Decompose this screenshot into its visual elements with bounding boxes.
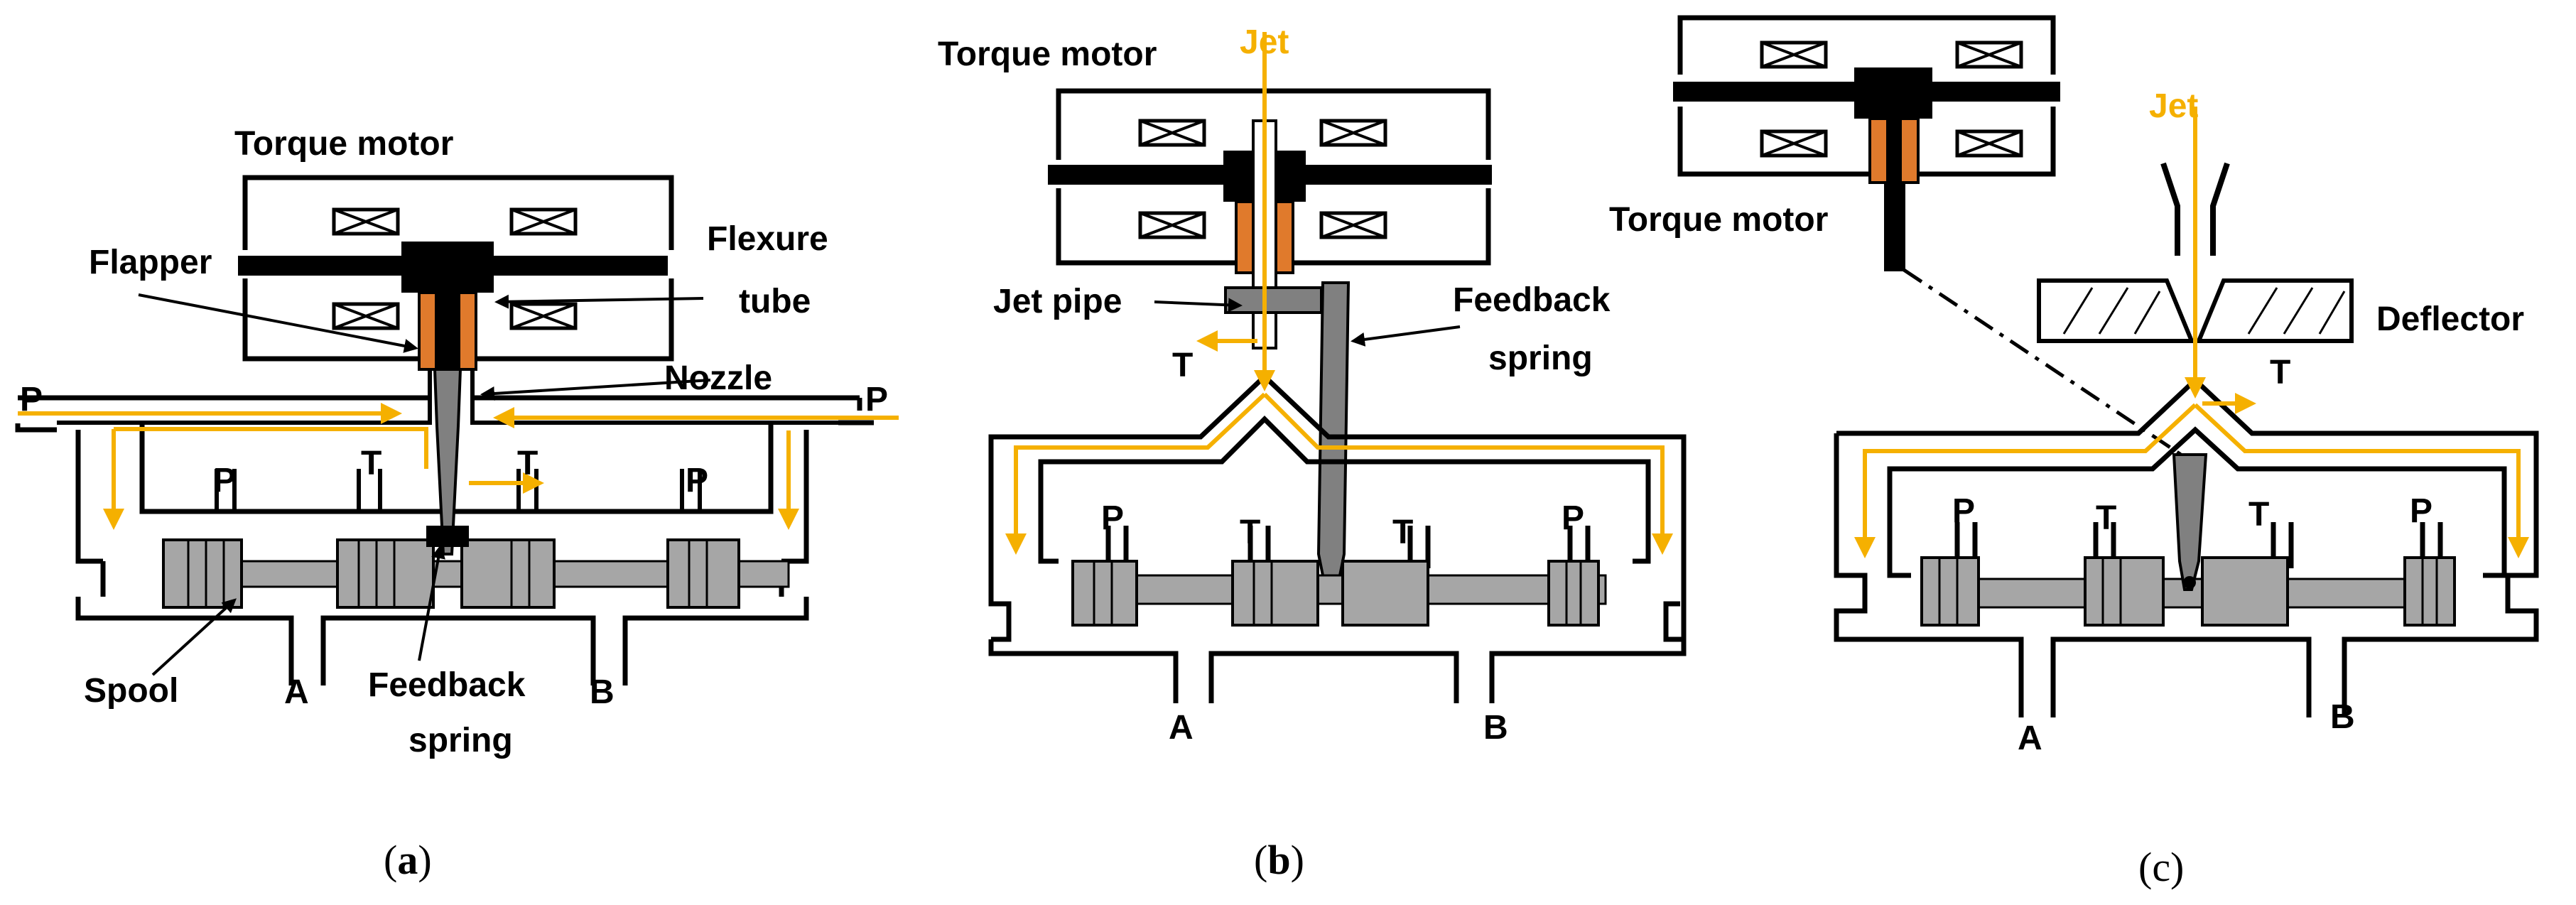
panel-c-p-port-left-label: P	[1952, 492, 1975, 530]
panel-a-caption-close: )	[418, 837, 431, 883]
panel-a-flapper-nozzle-valve: Torque motor Flapper Flexure tube Nozzle…	[15, 125, 899, 883]
panel-c-upper-coil-left	[1760, 40, 1828, 69]
panel-a-p-port-right-label: P	[686, 462, 708, 499]
panel-b-feedback-label-2: spring	[1488, 340, 1593, 377]
panel-c-jet-nozzle	[2160, 162, 2230, 256]
panel-b-caption-open: (	[1254, 837, 1267, 883]
panel-c-deflector-jet-valve: Torque motor Jet Deflector T P T T P A B…	[1609, 15, 2539, 890]
panel-b-spool	[1071, 560, 1607, 627]
panel-c-spool	[1920, 453, 2456, 627]
panel-a-port-a-label: A	[284, 673, 309, 711]
panel-a-flow-arrows	[18, 403, 899, 530]
panel-b-t-port-left-label: T	[1240, 514, 1260, 551]
panel-a-spool-label: Spool	[84, 672, 178, 710]
panel-b-flow-arrows	[1005, 32, 1673, 555]
panel-b-p-port-left-label: P	[1101, 499, 1124, 537]
panel-b-caption-letter: b	[1267, 837, 1290, 883]
panel-a-t-port-left-label: T	[361, 445, 381, 482]
panel-c-t-port-right-label: T	[2248, 496, 2269, 533]
panel-b-jet-pipe-label: Jet pipe	[993, 283, 1122, 320]
panel-c-p-port-right-label: P	[2410, 492, 2432, 530]
panel-b-valve-body	[988, 373, 1687, 703]
panel-c-feedback-link	[1903, 268, 2182, 457]
panel-a-t-port-right-label: T	[517, 445, 538, 482]
panel-c-valve-body	[1834, 376, 2539, 717]
panel-a-flapper-shape	[426, 368, 469, 556]
panel-c-lower-coil-right	[1955, 129, 2023, 158]
panel-c-caption: (c)	[2138, 844, 2184, 890]
panel-a-torque-motor	[238, 175, 674, 371]
panel-b-lower-coil-left	[1138, 211, 1206, 239]
panel-b-p-port-right-label: P	[1562, 499, 1584, 537]
panel-c-torque-motor	[1673, 15, 2060, 271]
panel-c-lower-coil-left	[1760, 129, 1828, 158]
panel-b-caption: (b)	[1254, 837, 1304, 883]
panel-a-port-b-label: B	[590, 673, 615, 711]
panel-c-deflector-shape	[2037, 278, 2354, 343]
panel-c-deflector-label: Deflector	[2376, 300, 2524, 338]
panel-b-lower-coil-right	[1319, 211, 1387, 239]
panel-b-leader-lines	[1154, 298, 1461, 347]
panel-b-feedback-label-1: Feedback	[1453, 281, 1611, 319]
panel-a-caption: (a)	[384, 837, 432, 883]
panel-b-caption-close: )	[1291, 837, 1304, 883]
panel-b-jet-pipe-valve: Torque motor Jet Jet pipe Feedback sprin…	[938, 23, 1687, 883]
panel-b-port-a-label: A	[1169, 709, 1194, 747]
panel-b-jet-label: Jet	[1240, 23, 1289, 61]
panel-c-t-port-left-label: T	[2096, 499, 2116, 537]
panel-c-port-b-label: B	[2330, 698, 2355, 736]
panel-a-lower-coil-right	[509, 302, 578, 330]
panel-a-p-port-left-label: P	[213, 462, 236, 499]
panel-c-flow-arrows	[1854, 107, 2529, 558]
panel-b-upper-coil-left	[1138, 119, 1206, 147]
panel-a-p-right-label: P	[865, 381, 888, 418]
panel-a-flexure-label-2: tube	[739, 283, 811, 320]
panel-c-port-a-label: A	[2018, 720, 2042, 757]
panel-a-lower-coil-left	[332, 302, 400, 330]
panel-a-p-left-label: P	[20, 381, 43, 418]
panel-b-port-b-label: B	[1483, 709, 1508, 747]
panel-a-feedback-label-1: Feedback	[368, 666, 526, 704]
panel-a-flapper-label: Flapper	[89, 244, 212, 281]
panel-b-t-return-label: T	[1172, 347, 1193, 384]
panel-c-torque-motor-label: Torque motor	[1609, 201, 1828, 239]
panel-a-valve-body	[15, 369, 874, 685]
panel-a-upper-coil-right	[509, 207, 578, 236]
panel-c-upper-coil-right	[1955, 40, 2023, 69]
panel-c-jet-label: Jet	[2149, 87, 2198, 125]
panel-a-torque-motor-label: Torque motor	[234, 125, 453, 163]
panel-a-nozzle-label: Nozzle	[664, 359, 772, 397]
panel-b-torque-motor-label: Torque motor	[938, 36, 1157, 73]
panel-a-feedback-label-2: spring	[408, 722, 513, 759]
panel-b-upper-coil-right	[1319, 119, 1387, 147]
panel-a-leader-lines	[138, 293, 711, 676]
panel-a-flexure-label-1: Flexure	[707, 220, 828, 258]
panel-a-caption-letter: a	[397, 837, 418, 883]
panel-a-spool	[162, 538, 790, 609]
panel-b-t-port-right-label: T	[1392, 514, 1413, 551]
panel-c-t-return-label: T	[2270, 354, 2290, 391]
panel-a-upper-coil-left	[332, 207, 400, 236]
panel-a-caption-open: (	[384, 837, 397, 883]
